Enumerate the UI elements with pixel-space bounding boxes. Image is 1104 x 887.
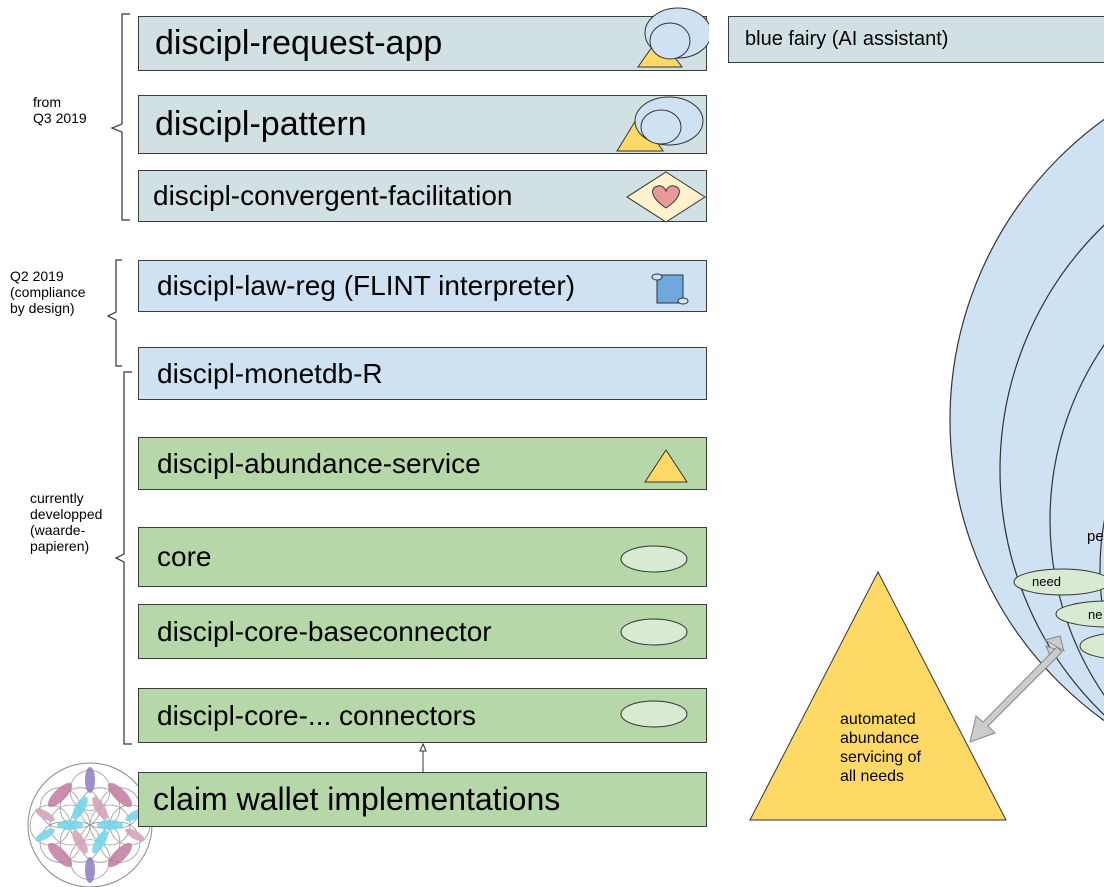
heart-diamond-icon <box>626 171 706 223</box>
box-monetdb[interactable]: discipl-monetdb-R <box>138 347 707 400</box>
convergent-label: discipl-convergent-facilitation <box>153 180 513 211</box>
phase-label-current: currently developped (waarde- papieren) <box>30 490 103 554</box>
bracket-current <box>114 371 132 745</box>
need-ellipse-2 <box>1055 600 1104 628</box>
box-blue-fairy[interactable]: blue fairy (AI assistant) <box>728 16 1104 63</box>
abundance-triangle <box>749 570 1007 821</box>
monetdb-label: discipl-monetdb-R <box>157 357 383 389</box>
box-abundance[interactable]: discipl-abundance-service <box>138 437 707 490</box>
connectors-label: discipl-core-... connectors <box>157 699 477 731</box>
triangle-circle-icon <box>616 96 704 152</box>
flower-of-life-icon <box>27 762 153 887</box>
box-law-reg[interactable]: discipl-law-reg (FLINT interpreter) <box>138 260 707 312</box>
need-ellipse-3 <box>1079 633 1104 659</box>
box-pattern[interactable]: discipl-pattern <box>138 95 707 154</box>
box-core[interactable]: core <box>138 527 707 587</box>
box-connectors[interactable]: discipl-core-... connectors <box>138 688 707 743</box>
bracket-q2 <box>106 259 122 367</box>
blue-fairy-label: blue fairy (AI assistant) <box>745 28 949 50</box>
circle-label-pe: pe <box>1087 528 1104 545</box>
abundance-label: discipl-abundance-service <box>157 447 481 479</box>
box-baseconnector[interactable]: discipl-core-baseconnector <box>138 604 707 659</box>
box-convergent[interactable]: discipl-convergent-facilitation <box>138 170 707 223</box>
box-request-app[interactable]: discipl-request-app <box>138 7 709 71</box>
phase-label-q2: Q2 2019 (compliance by design) <box>10 268 86 316</box>
baseconnector-label: discipl-core-baseconnector <box>157 615 492 647</box>
pattern-label: discipl-pattern <box>155 105 367 143</box>
phase-label-q3: from Q3 2019 <box>33 94 87 126</box>
core-label: core <box>157 541 212 572</box>
double-arrow-icon <box>969 635 1065 743</box>
need-label-1: need <box>1032 574 1061 589</box>
ellipse-icon <box>620 545 688 573</box>
triangle-caption: automated abundance servicing of all nee… <box>840 711 921 785</box>
triangle-circle-icon <box>637 7 709 68</box>
box-claim-wallet[interactable]: claim wallet implementations <box>138 772 707 827</box>
ellipse-icon <box>620 700 688 728</box>
request-app-label: discipl-request-app <box>155 24 443 62</box>
claim-wallet-label: claim wallet implementations <box>153 781 561 817</box>
triangle-icon <box>644 449 688 483</box>
brackets <box>106 13 132 745</box>
law-reg-label: discipl-law-reg (FLINT interpreter) <box>157 270 576 301</box>
scroll-icon <box>651 273 689 305</box>
circle-level-4 <box>1099 519 1104 621</box>
need-ellipse-1 <box>1013 568 1104 596</box>
arrow-up <box>419 742 427 772</box>
bracket-q3 <box>110 13 130 221</box>
ellipse-icon <box>620 618 688 646</box>
need-label-2: ne <box>1088 607 1103 622</box>
